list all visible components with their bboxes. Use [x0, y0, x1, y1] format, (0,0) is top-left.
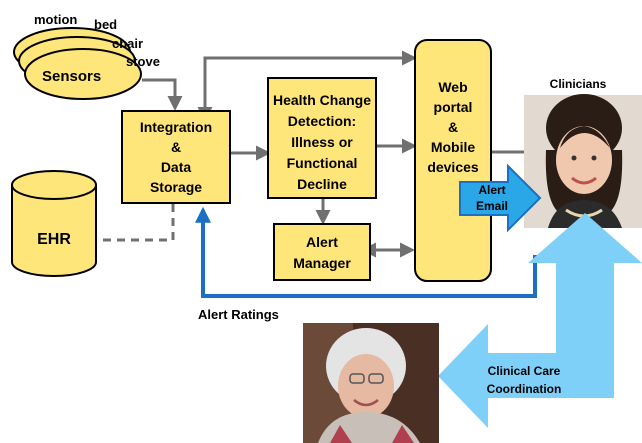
integration-line-3: Data: [161, 159, 192, 175]
alert-manager-line-2: Manager: [293, 255, 351, 271]
alert-email-line-2: Email: [476, 199, 508, 213]
dashed-ehr-to-integration: [98, 204, 175, 242]
sensors-title: Sensors: [42, 68, 101, 85]
clinical-care-arrow: Clinical Care Coordination: [438, 213, 642, 428]
integration-line-4: Storage: [150, 179, 202, 195]
portal-line-5: devices: [427, 159, 479, 175]
alert-email-arrow: Alert Email: [459, 163, 542, 233]
integration-box: Integration & Data Storage: [121, 110, 231, 204]
arrow-sensors-to-integration: [142, 78, 183, 111]
detection-line-4: Functional: [287, 155, 358, 171]
clinical-care-line-2: Coordination: [487, 382, 562, 396]
portal-line-1: Web: [438, 79, 467, 95]
web-portal-box: Web portal & Mobile devices: [414, 39, 492, 282]
patient-photo-icon: [303, 323, 439, 443]
detection-line-1: Health Change: [273, 92, 371, 108]
sensors-group: Sensors motion bed chair stove: [13, 12, 160, 100]
sensor-label-chair: chair: [112, 36, 143, 51]
detection-line-3: Illness or: [291, 134, 353, 150]
gray-connectors: [98, 50, 524, 258]
integration-line-1: Integration: [140, 119, 212, 135]
sensor-label-stove: stove: [126, 54, 160, 69]
alert-email-line-1: Alert: [478, 183, 505, 197]
arrow-integration-to-portal: [197, 50, 417, 122]
clinicians-label: Clinicians: [550, 77, 607, 91]
integration-line-2: &: [171, 139, 181, 155]
health-change-detection-box: Health Change Detection: Illness or Func…: [267, 77, 377, 199]
portal-line-3: &: [448, 119, 458, 135]
sensor-ellipse-front: [24, 48, 142, 100]
portal-line-4: Mobile: [431, 139, 476, 155]
clinician-photo-icon: [524, 94, 642, 228]
sensor-label-bed: bed: [94, 17, 117, 32]
portal-line-2: portal: [434, 99, 473, 115]
alert-ratings-arrow: [195, 206, 537, 298]
sensor-label-motion: motion: [34, 12, 77, 27]
clinical-care-line-1: Clinical Care: [488, 364, 561, 378]
alert-manager-box: Alert Manager: [273, 223, 371, 281]
ehr-cylinder: EHR: [11, 170, 97, 277]
detection-line-2: Detection:: [288, 113, 356, 129]
detection-line-5: Decline: [297, 176, 347, 192]
alert-manager-line-1: Alert: [306, 234, 338, 250]
alert-ratings-label: Alert Ratings: [198, 307, 279, 322]
ehr-label: EHR: [37, 231, 71, 248]
